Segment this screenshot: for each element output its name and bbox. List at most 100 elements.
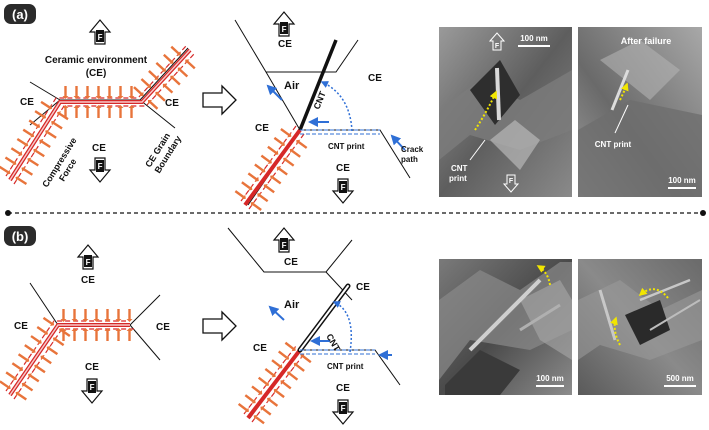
cnt-print-label: CNT print <box>595 140 632 149</box>
crack-path-arc <box>320 81 353 132</box>
compressive-arrow <box>42 316 53 325</box>
cnt-tube <box>246 348 302 420</box>
compressive-arrow-head <box>115 328 122 331</box>
compressive-arrow-head <box>15 391 20 397</box>
force-arrow-up: F <box>272 11 296 37</box>
compressive-arrow-head <box>115 319 122 322</box>
compressive-arrow <box>52 122 63 130</box>
compressive-arrow <box>284 341 295 350</box>
cnt-trace-arrow <box>610 316 621 346</box>
force-label: F <box>86 258 91 267</box>
cnt-tube-core <box>9 324 130 396</box>
ceramic-env-abbr: (CE) <box>86 68 107 79</box>
cnt-pulled-out-core <box>299 285 349 351</box>
ce-label: CE <box>356 282 370 293</box>
blue-arrow <box>266 84 283 101</box>
compressive-arrow-head <box>248 185 253 191</box>
compressive-arrow-head <box>263 183 268 189</box>
scale-bar <box>664 385 696 387</box>
compressive-arrow-head <box>185 59 190 64</box>
scale-bar-label: 500 nm <box>666 374 694 383</box>
compressive-arrow-head <box>254 176 259 182</box>
transition-arrow <box>202 84 237 116</box>
panel-a-tag-box <box>4 4 36 24</box>
cnt-pulled-out <box>298 39 338 131</box>
compressive-arrow-head <box>161 67 166 72</box>
compressive-arrow <box>54 338 65 347</box>
compressive-arrow <box>47 131 57 139</box>
crack-path-label-line2: path <box>401 155 418 164</box>
compressive-arrow-head <box>117 96 124 99</box>
cnt-red-outline <box>243 345 297 415</box>
ce-label: CE <box>81 275 95 286</box>
ce-label: CE <box>336 163 350 174</box>
scale-bar <box>518 45 550 47</box>
compressive-arrow-head <box>270 175 275 180</box>
compressive-arrow <box>35 149 45 158</box>
compressive-arrow-head <box>126 319 133 322</box>
cnt-print-label: CNT print <box>449 164 470 183</box>
grain-boundary-lines <box>227 227 401 419</box>
ce-label: CE <box>336 383 350 394</box>
compressive-arrow <box>278 167 288 176</box>
compressive-arrow-head <box>257 192 262 198</box>
panel-b-left-schematic: CE CE CE CE F F <box>0 244 170 404</box>
force-arrow-up: F <box>76 244 100 270</box>
compressive-arrow-head <box>25 357 30 363</box>
compressive-arrow <box>42 356 52 365</box>
compressive-arrow <box>40 100 51 109</box>
compressive-arrow-head <box>293 362 299 368</box>
grain-boundary-lines <box>29 47 189 129</box>
compressive-arrow <box>29 159 39 167</box>
compressive-arrow-head <box>260 406 265 411</box>
compressive-arrow-head <box>43 330 48 336</box>
compressive-arrow-head <box>82 328 89 331</box>
force-label: F <box>341 183 346 192</box>
cnt-print-label: CNT print <box>327 362 364 371</box>
compressive-arrow-head <box>6 384 11 390</box>
compressive-arrow <box>244 394 254 403</box>
compressive-arrow-head <box>276 166 281 172</box>
compressive-arrow-head <box>34 364 39 370</box>
compressive-arrow-head <box>280 379 285 385</box>
compressive-arrow-head <box>264 381 270 387</box>
compressive-arrow-head <box>170 75 175 80</box>
cnt-print-label-line1: CNT <box>451 164 468 173</box>
compressive-arrow <box>10 147 21 155</box>
crack-path-label: Crack path <box>401 145 425 164</box>
compressive-arrow-head <box>37 339 42 345</box>
compressive-force-label: Compressive Force <box>40 134 89 195</box>
compressive-arrow <box>4 156 15 164</box>
compressive-arrow-head <box>46 346 51 351</box>
force-arrow-up: F <box>272 227 296 253</box>
compressive-arrow <box>247 172 258 181</box>
crack-path-arc <box>332 301 352 353</box>
panel-a-tag: (a) <box>12 7 28 22</box>
force-arrow-down: F <box>88 157 112 183</box>
grain-boundary-lines <box>234 19 411 206</box>
compressive-arrow-head <box>21 166 26 172</box>
cnt-red-outline <box>5 45 187 177</box>
compressive-arrow <box>17 392 27 401</box>
compressive-arrow <box>282 381 292 390</box>
scale-bar-label: 100 nm <box>668 176 696 185</box>
compressive-arrow <box>277 350 288 359</box>
force-label: F <box>341 404 346 413</box>
compressive-arrow <box>16 137 27 146</box>
compressive-arrow-head <box>62 105 69 108</box>
compressive-arrow <box>163 53 172 63</box>
compressive-arrow <box>17 353 28 361</box>
cnt-red-outline <box>248 133 305 210</box>
compressive-arrow-head <box>271 372 276 378</box>
ce-label: CE <box>156 322 170 333</box>
compressive-force-arrows <box>237 341 312 425</box>
compressive-arrow-head <box>261 167 266 173</box>
compressive-arrow-head <box>40 355 45 361</box>
compressive-arrow <box>267 145 277 154</box>
compressive-arrow-head <box>241 194 246 200</box>
compressive-arrow <box>29 374 40 383</box>
transition-arrow <box>202 310 237 342</box>
compressive-arrow-head <box>28 373 33 379</box>
compressive-arrow <box>255 416 265 425</box>
